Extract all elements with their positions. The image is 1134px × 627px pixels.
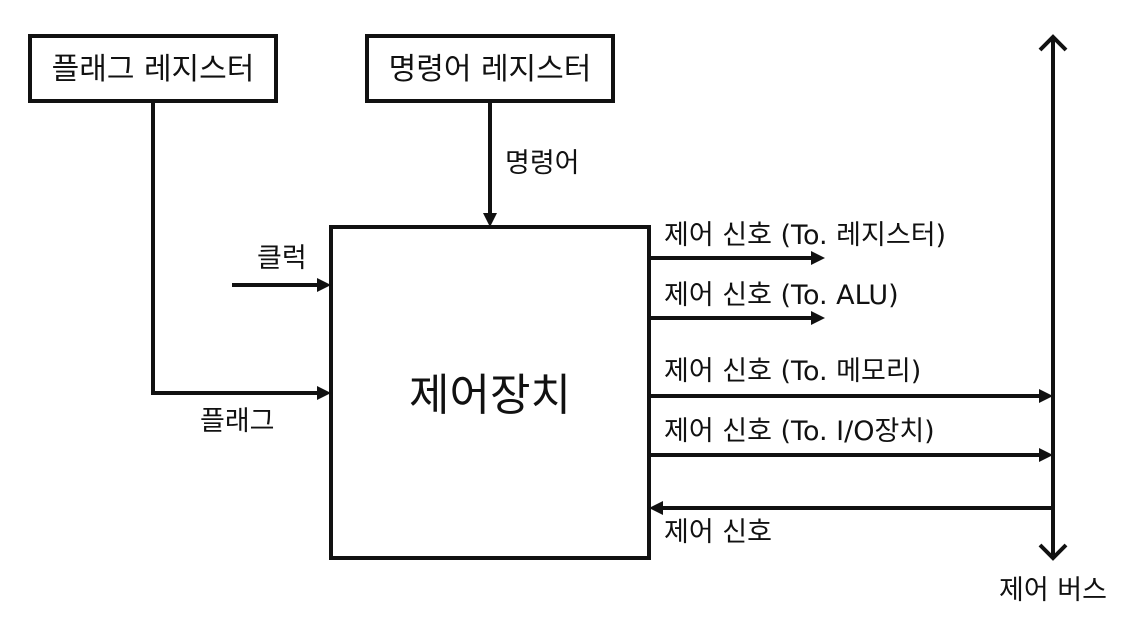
flag-label: 플래그 [200, 406, 275, 437]
signal-from-bus-label: 제어 신호 [664, 517, 772, 548]
signal-to-alu-label: 제어 신호 (To. ALU) [664, 280, 899, 311]
signal-to-memory-arrow [649, 389, 1053, 403]
signal-to-alu-arrow [649, 311, 825, 325]
signal-to-io-arrow [649, 448, 1053, 462]
instruction-register-block: 명령어 레지스터 [365, 34, 615, 103]
flag-register-block: 플래그 레지스터 [28, 34, 278, 103]
instruction-register-label: 명령어 레지스터 [389, 52, 592, 87]
signal-from-bus-arrow [649, 501, 1053, 515]
clock-arrow [232, 278, 331, 292]
control-unit-block: 제어장치 [329, 225, 651, 560]
clock-label: 클럭 [257, 243, 307, 274]
flag-register-label: 플래그 레지스터 [52, 52, 255, 87]
signal-to-memory-label: 제어 신호 (To. 메모리) [664, 356, 921, 387]
control-unit-label: 제어장치 [409, 370, 571, 421]
instruction-arrow [483, 101, 497, 227]
signal-to-register-label: 제어 신호 (To. 레지스터) [664, 220, 946, 251]
signal-to-io-label: 제어 신호 (To. I/O장치) [664, 416, 935, 447]
instruction-label: 명령어 [505, 148, 580, 179]
flag-arrow [151, 101, 331, 400]
control-bus-label: 제어 버스 [999, 575, 1107, 606]
signal-to-register-arrow [649, 251, 825, 265]
control-bus-line [1038, 34, 1068, 561]
